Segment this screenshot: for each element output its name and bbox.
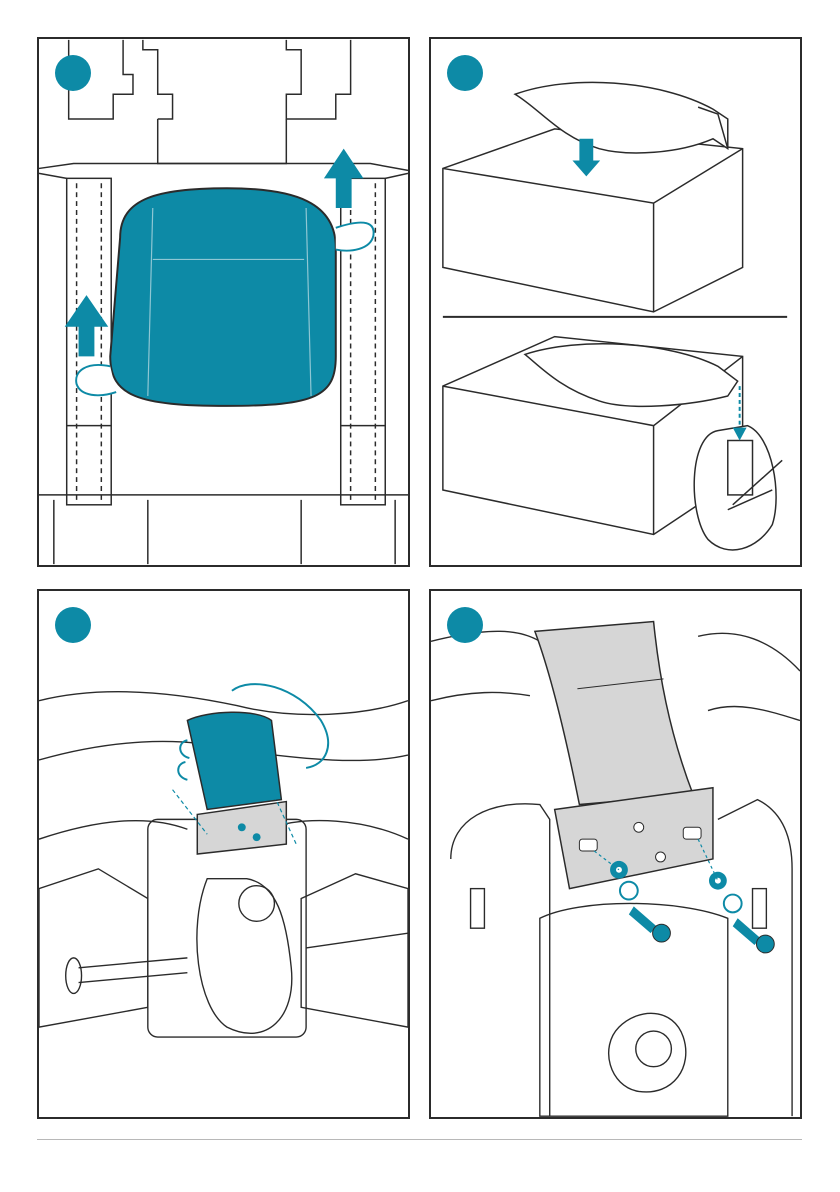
step-1-illustration [39, 39, 408, 565]
step-2-illustration [431, 39, 800, 565]
step-1-panel [37, 37, 410, 567]
footer-rule [37, 1139, 802, 1140]
step-2-badge [447, 55, 483, 91]
step-3-panel [37, 589, 410, 1119]
step-3-illustration [39, 591, 408, 1117]
up-arrow [324, 149, 364, 208]
step-3-badge [55, 607, 91, 643]
step-4-panel [429, 589, 802, 1119]
step-4-illustration [431, 591, 800, 1117]
step-2-panel [429, 37, 802, 567]
step-1-badge [55, 55, 91, 91]
step-4-badge [447, 607, 483, 643]
seat-cushion [110, 188, 336, 406]
